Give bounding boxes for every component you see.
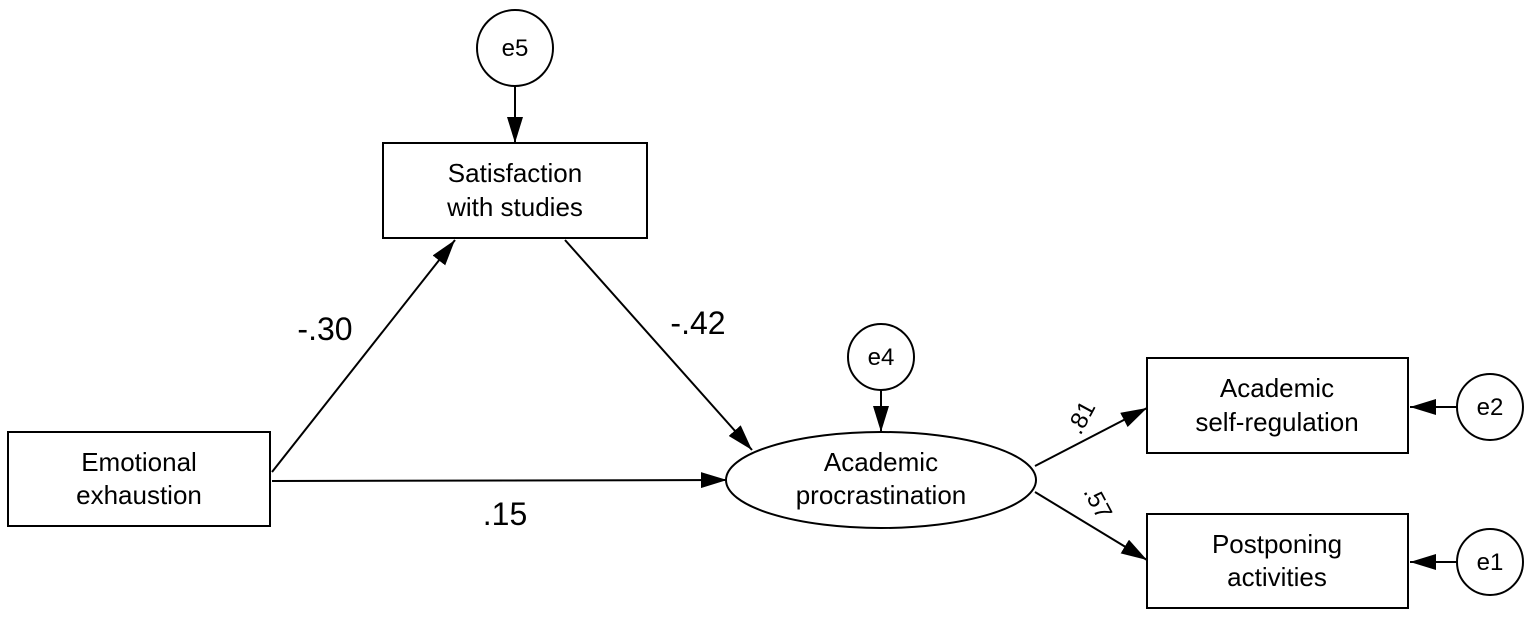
path-exhaustion-to-satisfaction — [271, 239, 456, 473]
path-satisfaction-to-procrastination — [564, 239, 753, 451]
error-e2: e2 — [1456, 373, 1524, 441]
path-procrastination-to-postponing — [1034, 491, 1148, 561]
node-label-line1: Postponing — [1212, 529, 1342, 559]
path-exhaustion-to-procrastination — [271, 472, 728, 489]
coef-exhaustion-to-procrastination: .15 — [483, 496, 527, 532]
coef-satisfaction-to-procrastination: -.42 — [670, 305, 725, 341]
error-e4: e4 — [847, 323, 915, 391]
coef-procrastination-to-postponing: .57 — [1078, 482, 1118, 524]
path-procrastination-to-self-regulation — [1034, 407, 1148, 467]
error-label: e4 — [868, 344, 895, 371]
node-label-line2: exhaustion — [76, 480, 202, 510]
node-satisfaction-with-studies: Satisfaction with studies — [382, 142, 648, 239]
node-label-line1: Academic — [1220, 373, 1334, 403]
error-label: e5 — [502, 35, 529, 62]
node-postponing-activities: Postponing activities — [1146, 513, 1409, 609]
node-label-line2: self-regulation — [1195, 407, 1358, 437]
error-label: e2 — [1477, 394, 1504, 421]
node-academic-self-regulation: Academic self-regulation — [1146, 357, 1409, 454]
node-label-line2: procrastination — [796, 480, 967, 510]
node-academic-procrastination: Academic procrastination — [725, 431, 1037, 529]
node-label-line2: activities — [1227, 562, 1327, 592]
node-label-line2: with studies — [446, 192, 583, 222]
error-e5: e5 — [476, 9, 554, 87]
node-label-line1: Satisfaction — [448, 158, 582, 188]
node-label-line1: Academic — [824, 447, 938, 477]
coef-exhaustion-to-satisfaction: -.30 — [297, 311, 352, 347]
node-label-line1: Emotional — [81, 447, 197, 477]
coef-procrastination-to-self-regulation: .81 — [1062, 397, 1102, 439]
node-emotional-exhaustion: Emotional exhaustion — [7, 431, 271, 527]
error-e1: e1 — [1456, 528, 1524, 596]
error-label: e1 — [1477, 549, 1504, 576]
